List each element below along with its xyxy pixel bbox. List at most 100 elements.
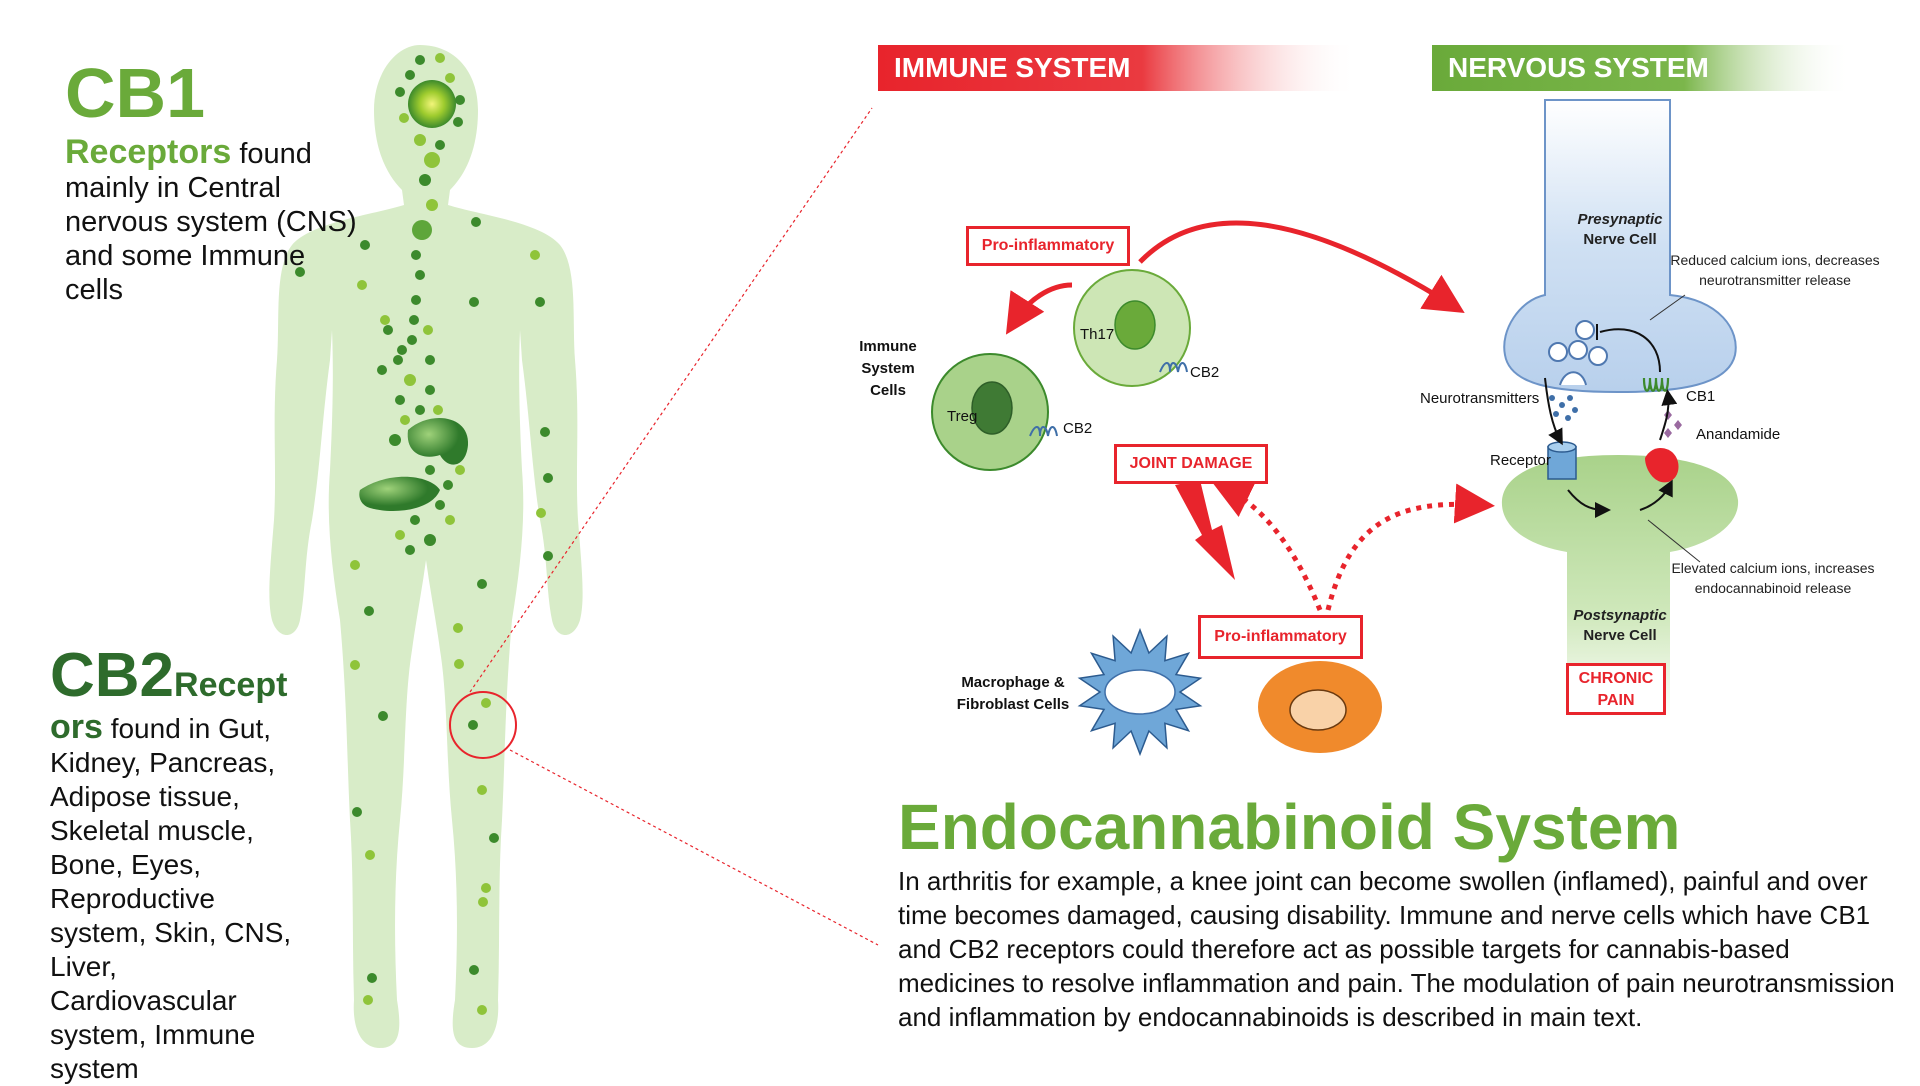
receptor-dot bbox=[410, 515, 420, 525]
feedback-inhibition-arrow bbox=[1599, 328, 1661, 373]
receptor-dot bbox=[445, 515, 455, 525]
receptor-dot bbox=[435, 500, 445, 510]
th17-to-treg-arrow bbox=[1005, 282, 1073, 335]
main-title: Endocannabinoid System bbox=[898, 791, 1681, 863]
receptor-dot bbox=[414, 134, 426, 146]
receptor-dot bbox=[425, 355, 435, 365]
postsynaptic-nerve-cell bbox=[1501, 455, 1739, 720]
receptor-dot bbox=[378, 711, 388, 721]
receptor-dot bbox=[425, 385, 435, 395]
receptor-dot bbox=[411, 295, 421, 305]
receptor-dot bbox=[395, 395, 405, 405]
receptor-dot bbox=[454, 659, 464, 669]
receptor-dot bbox=[455, 95, 465, 105]
receptor-dot bbox=[423, 325, 433, 335]
cb2-title-suffix: Recept bbox=[174, 666, 288, 704]
receptor-dot bbox=[426, 199, 438, 211]
postsynaptic-label: Postsynaptic Nerve Cell bbox=[1560, 606, 1680, 646]
nervous-header-bg bbox=[1432, 45, 1852, 91]
receptor-dot bbox=[415, 270, 425, 280]
receptor-dot bbox=[424, 152, 440, 168]
receptor-dot bbox=[415, 55, 425, 65]
elevated-calcium-label: Elevated calcium ions, increases endocan… bbox=[1671, 560, 1875, 596]
cb2-receptors-label: ors bbox=[50, 708, 103, 746]
receptor-dot bbox=[405, 545, 415, 555]
receptor-dot bbox=[412, 220, 432, 240]
receptor-dot bbox=[543, 551, 553, 561]
receptor-dot bbox=[393, 355, 403, 365]
receptor-dot bbox=[395, 87, 405, 97]
receptor-dot bbox=[350, 560, 360, 570]
receptor-dot bbox=[363, 995, 373, 1005]
receptor-dot bbox=[419, 174, 431, 186]
receptor-dot bbox=[468, 720, 478, 730]
cb2-th17-label: CB2 bbox=[1190, 364, 1220, 381]
receptor-dot bbox=[453, 623, 463, 633]
pro-inflammatory-top-box: Pro-inflammatory bbox=[966, 226, 1130, 266]
neurotransmitter-arrow bbox=[1544, 377, 1563, 446]
reduced-calcium-pointer bbox=[1649, 294, 1686, 321]
receptor-dot bbox=[543, 473, 553, 483]
inflammation-to-nerve-arrow bbox=[1138, 220, 1465, 313]
cb2-description: ors found in Gut, Kidney, Pancreas, Adip… bbox=[50, 710, 310, 1086]
calcium-cycle-arrow-right bbox=[1639, 479, 1673, 511]
receptor-dot bbox=[471, 217, 481, 227]
th17-cell bbox=[1073, 269, 1191, 387]
receptor-dot bbox=[411, 250, 421, 260]
postsynaptic-subtitle: Nerve Cell bbox=[1583, 627, 1657, 644]
receptor-dot bbox=[415, 405, 425, 415]
receptor-dot bbox=[469, 965, 479, 975]
receptor-dot bbox=[395, 530, 405, 540]
human-body bbox=[269, 45, 583, 1048]
lightning-icon bbox=[1175, 480, 1235, 580]
postsynaptic-title: Postsynaptic bbox=[1573, 607, 1667, 624]
treg-cell bbox=[931, 353, 1049, 471]
presynaptic-subtitle: Nerve Cell bbox=[1583, 231, 1657, 248]
cb2-description-text: found in Gut, Kidney, Pancreas, Adipose … bbox=[50, 713, 292, 1084]
receptor-dot bbox=[352, 807, 362, 817]
receptor-dot bbox=[399, 113, 409, 123]
receptor-dot bbox=[360, 240, 370, 250]
cb1-label: CB1 bbox=[1686, 388, 1716, 405]
neurotransmitter-particles bbox=[1549, 395, 1578, 421]
receptor-dot bbox=[367, 973, 377, 983]
receptor-dot bbox=[540, 427, 550, 437]
receptor-dot bbox=[477, 785, 487, 795]
anandamide-receptor bbox=[1645, 448, 1679, 483]
cb1-description-text: found mainly in Central nervous system (… bbox=[65, 138, 357, 306]
knee-highlight-circle bbox=[449, 691, 517, 759]
cb2-receptor-th17 bbox=[1159, 362, 1188, 373]
joint-damage-box: JOINT DAMAGE bbox=[1114, 444, 1268, 484]
anandamide-label: Anandamide bbox=[1696, 426, 1781, 443]
receptor-dot bbox=[404, 374, 416, 386]
cb1-description: Receptors found mainly in Central nervou… bbox=[65, 135, 365, 307]
receptor-dot bbox=[453, 117, 463, 127]
calcium-cycle-arrow-left bbox=[1567, 489, 1611, 518]
macrophage-cell bbox=[1077, 627, 1203, 757]
immune-system-cells-label: Immune System Cells bbox=[859, 338, 917, 399]
receptor-dot bbox=[407, 335, 417, 345]
reduced-calcium-label: Reduced calcium ions, decreases neurotra… bbox=[1670, 252, 1880, 288]
synaptic-receptor bbox=[1547, 441, 1577, 480]
receptor-dot bbox=[409, 315, 419, 325]
cb1-title: CB1 bbox=[65, 54, 206, 132]
receptor-dot bbox=[443, 480, 453, 490]
receptor-dot bbox=[295, 267, 305, 277]
receptor-dot bbox=[477, 1005, 487, 1015]
receptor-dot bbox=[469, 297, 479, 307]
receptor-dot bbox=[478, 897, 488, 907]
receptor-dot bbox=[435, 140, 445, 150]
receptor-dot bbox=[380, 315, 390, 325]
presynaptic-title: Presynaptic bbox=[1577, 211, 1663, 228]
receptor-dot bbox=[350, 660, 360, 670]
receptor-dot bbox=[364, 606, 374, 616]
receptor-dot bbox=[489, 833, 499, 843]
cb2-title-main: CB2 bbox=[50, 641, 175, 710]
receptor-dot bbox=[397, 345, 407, 355]
presynaptic-nerve-cell bbox=[1503, 99, 1737, 394]
treg-label: Treg bbox=[947, 408, 978, 425]
receptor-dot bbox=[405, 70, 415, 80]
receptor-label: Receptor bbox=[1490, 452, 1551, 469]
receptor-dot bbox=[536, 508, 546, 518]
